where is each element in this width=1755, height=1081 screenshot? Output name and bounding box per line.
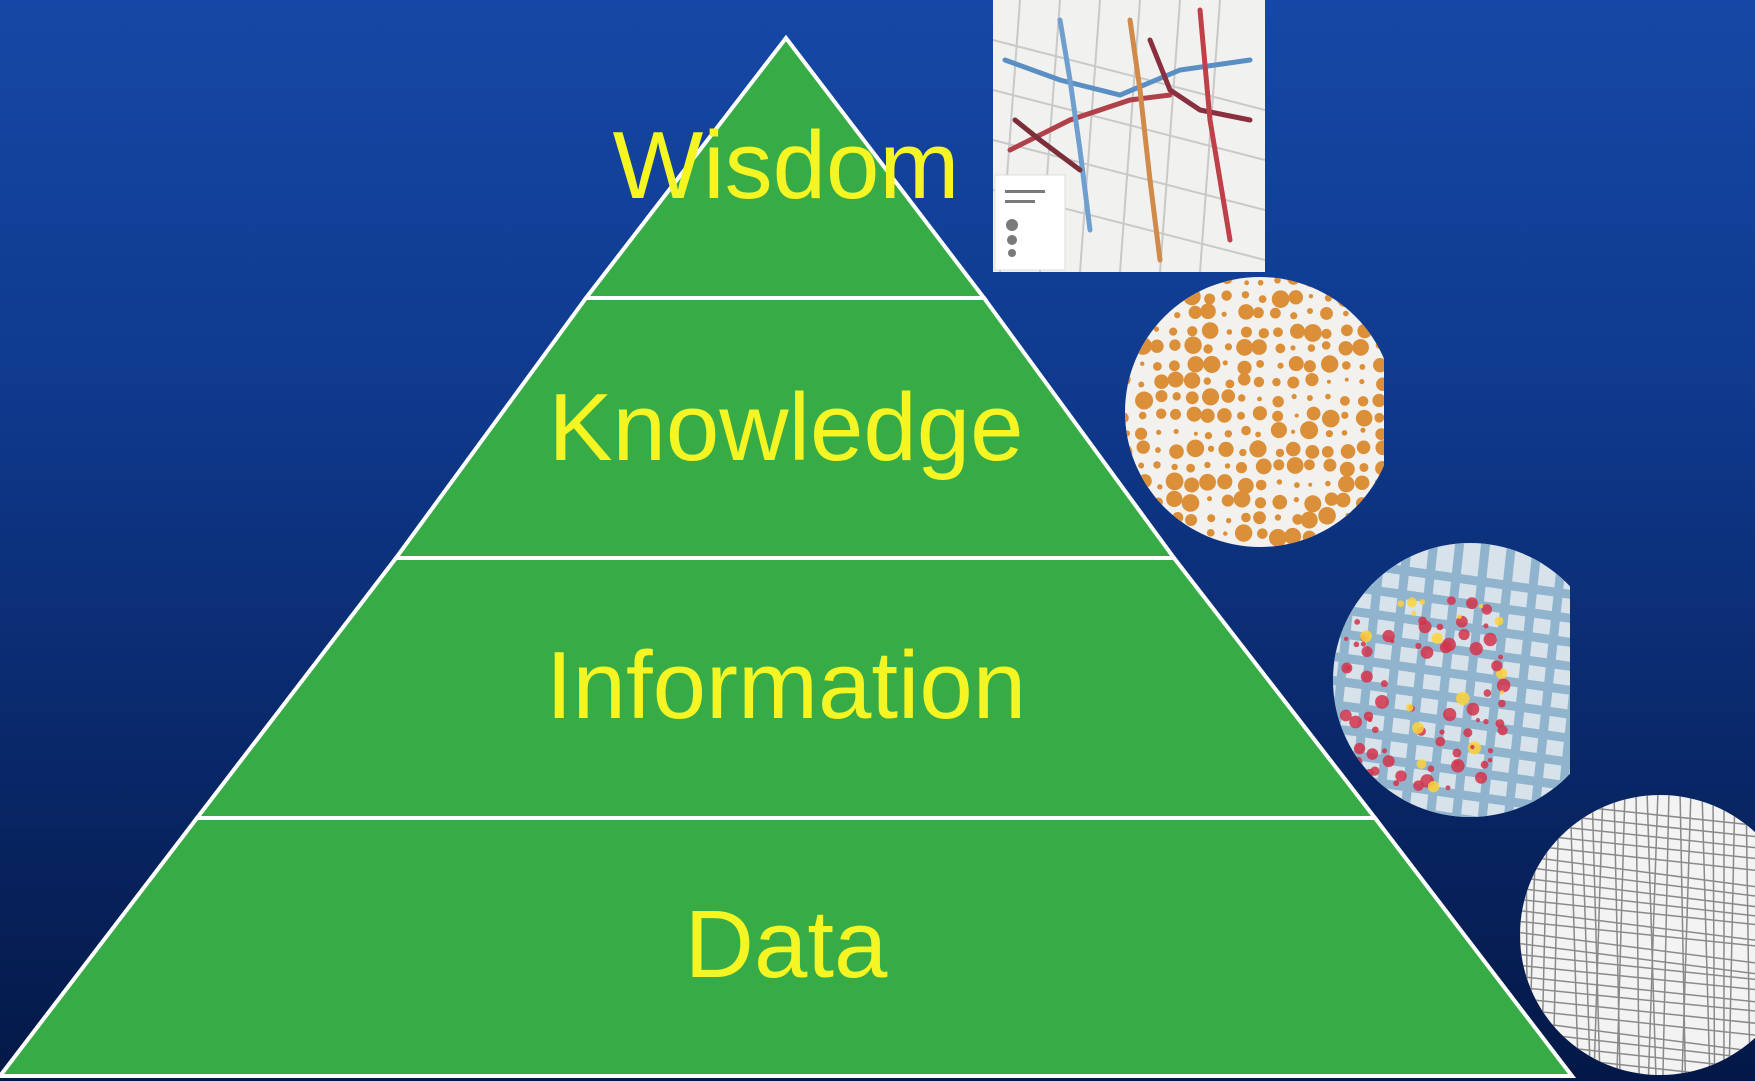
wisdom-map-thumbnail <box>993 0 1265 272</box>
level-label-information: Information <box>546 632 1026 739</box>
knowledge-bubble-map <box>1125 277 1384 547</box>
level-label-data: Data <box>685 891 888 998</box>
level-label-wisdom: Wisdom <box>613 112 960 219</box>
information-heat-map <box>1333 543 1570 817</box>
pyramid <box>0 34 1577 1078</box>
data-street-map <box>1520 795 1755 1075</box>
level-label-knowledge: Knowledge <box>548 374 1023 481</box>
tier-wisdom <box>581 34 989 300</box>
